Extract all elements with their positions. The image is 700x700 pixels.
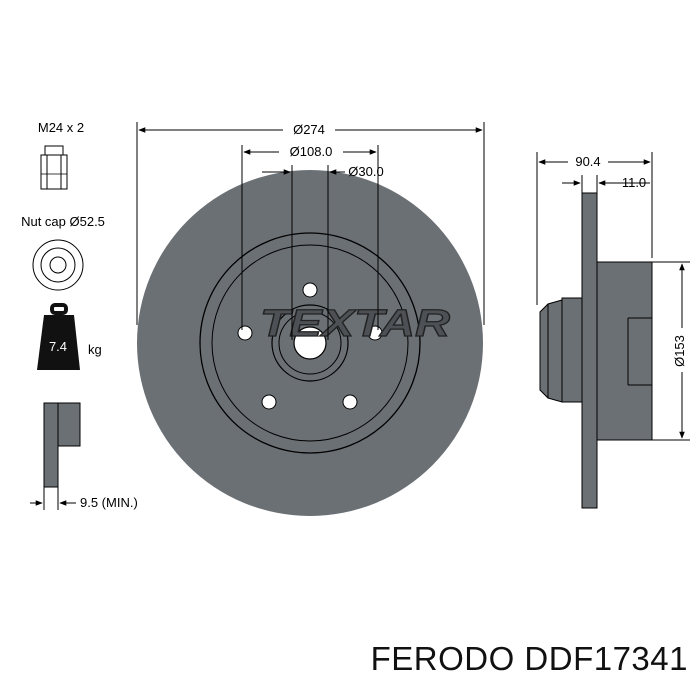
- center-bore-label: Ø30.0: [348, 164, 383, 179]
- center-bore-dimension: Ø30.0: [262, 164, 384, 340]
- pcd-diameter-label: Ø108.0: [290, 144, 333, 159]
- disc-thickness-label: 11.0: [622, 175, 646, 190]
- disc-side-view: [539, 192, 653, 509]
- pcd-diameter-dimension: Ø108.0: [241, 143, 379, 330]
- nut-label: M24 x 2: [38, 120, 84, 135]
- side-hub-hat: [596, 261, 653, 441]
- part-number: DDF17341: [524, 640, 688, 677]
- hub-diameter-label: Ø153: [672, 335, 687, 367]
- product-title: FERODO DDF17341: [371, 640, 688, 678]
- outer-diameter-label: Ø274: [293, 122, 325, 137]
- bolt-hole: [302, 282, 318, 298]
- disc-hat-inner-ring: [211, 244, 409, 442]
- disc-logo-text: TEXTAR: [260, 303, 451, 345]
- disc-front-view: TEXTAR: [137, 170, 483, 516]
- hub-diameter-dimension: Ø153: [652, 261, 690, 441]
- disc-center-bore: [293, 326, 327, 360]
- bolt-hole: [237, 325, 253, 341]
- disc-thickness-dimension: 11.0: [562, 175, 650, 193]
- bolt-hole: [261, 394, 277, 410]
- total-height-dimension: 90.4: [536, 152, 653, 305]
- bolt-hole: [342, 394, 358, 410]
- total-height-label: 90.4: [575, 154, 600, 169]
- brand-name: FERODO: [370, 640, 515, 677]
- side-bearing: [539, 299, 563, 403]
- min-thickness-label: 9.5 (MIN.): [80, 495, 138, 510]
- weight-unit: kg: [88, 342, 102, 357]
- weight-value: 7.4: [49, 339, 67, 354]
- disc-hat-ring: [199, 232, 421, 454]
- disc-hub-ring: [271, 304, 349, 382]
- min-thickness-profile: [30, 402, 81, 510]
- disc-hub-inner-ring: [278, 311, 342, 375]
- side-disc-plate: [581, 192, 598, 509]
- outer-diameter-dimension: Ø274: [136, 120, 485, 325]
- nut-cap-icon: [32, 239, 84, 291]
- side-hub-collar: [561, 297, 583, 403]
- nut-icon: [40, 145, 68, 190]
- weight-icon: 7.4: [37, 303, 80, 370]
- nut-cap-label: Nut cap Ø52.5: [21, 214, 105, 229]
